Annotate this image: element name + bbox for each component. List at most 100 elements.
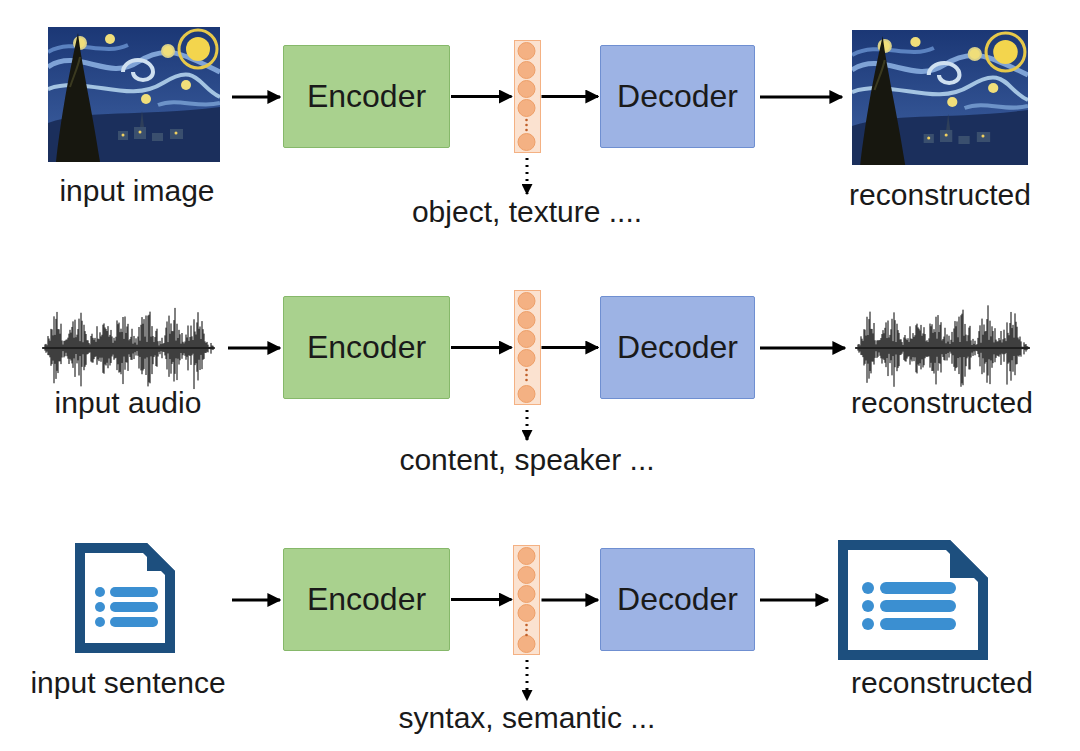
input-waveform-part (185, 342, 186, 356)
input-waveform-part (136, 338, 137, 355)
input-waveform-part (176, 341, 177, 359)
output-waveform-part (1014, 338, 1015, 356)
output-waveform-part (927, 340, 928, 357)
output-waveform-part (1005, 338, 1006, 354)
output-waveform-part (986, 331, 987, 362)
input-waveform-part (85, 331, 86, 367)
output-document-icon-part (950, 540, 988, 578)
input-waveform-part (172, 331, 173, 364)
vector-bar (514, 290, 541, 405)
input-document-icon-part (95, 617, 105, 627)
output-waveform-part (1016, 322, 1017, 365)
input-waveform-part (200, 327, 201, 371)
output-waveform-part (1024, 342, 1025, 354)
output-waveform-part (886, 322, 887, 367)
output-waveform-part (885, 328, 886, 363)
input-waveform-part (44, 347, 45, 349)
output-waveform-part (1027, 346, 1028, 350)
output-waveform-part (1003, 339, 1004, 354)
dotted-leader-part (526, 660, 529, 700)
input-waveform-part (175, 308, 176, 374)
ellipsis-dot (525, 128, 528, 131)
input-waveform-part (127, 327, 128, 363)
output-document-icon-part (880, 618, 956, 630)
output-waveform-part (1025, 345, 1026, 350)
input-waveform-part (153, 336, 154, 364)
flow-arrow (451, 346, 512, 349)
input-waveform-part (133, 344, 134, 354)
dotted-leader-part (526, 410, 529, 440)
output-waveform-part (935, 332, 936, 363)
output-waveform-part (895, 320, 896, 367)
input-waveform-part (211, 343, 212, 354)
ellipsis-dot (525, 123, 528, 126)
input-waveform-part (107, 331, 108, 363)
output-waveform-part (874, 323, 875, 365)
output-waveform-part (928, 342, 929, 356)
input-waveform-part (138, 337, 139, 356)
output-waveform-part (944, 337, 945, 361)
output-waveform-part (938, 315, 939, 371)
output-waveform-part (977, 344, 978, 351)
vector-cell (518, 385, 535, 402)
input-waveform-part (66, 340, 67, 353)
input-waveform-part (177, 324, 178, 380)
output-waveform-part (978, 338, 979, 354)
output-waveform-part (996, 340, 997, 358)
flow-arrow-part (228, 347, 280, 350)
output-waveform-part (879, 340, 880, 352)
input-waveform-part (100, 332, 101, 357)
output-waveform-part (943, 339, 944, 357)
output-waveform-part (896, 342, 897, 354)
output-waveform-part (949, 336, 950, 358)
output-waveform-part (1026, 344, 1027, 352)
input-waveform-part (129, 340, 130, 354)
output-waveform-part (884, 333, 885, 360)
output-document-icon-part (880, 582, 956, 594)
input-waveform-part (197, 322, 198, 371)
output-waveform-part (952, 332, 953, 364)
input-waveform-part (56, 319, 57, 379)
input-waveform-part (75, 320, 76, 377)
input-waveform-part (183, 342, 184, 355)
input-waveform-part (201, 339, 202, 355)
vector-cell (518, 547, 535, 564)
vector-cell (518, 311, 535, 328)
output-waveform-part (891, 329, 892, 360)
input-waveform-part (122, 332, 123, 363)
input-waveform-part (91, 336, 92, 362)
input-waveform-part (212, 345, 213, 349)
input-waveform-part (112, 336, 113, 356)
output-waveform-part (857, 347, 858, 349)
input-waveform-part (73, 321, 74, 368)
output-waveform-part (991, 336, 992, 360)
input-waveform-part (115, 341, 116, 359)
output-waveform-part (941, 322, 942, 372)
input-waveform-part (161, 344, 162, 351)
feature-label: object, texture .... (412, 195, 642, 229)
flow-arrow (451, 598, 511, 601)
output-waveform-part (968, 335, 969, 356)
input-waveform-part (72, 327, 73, 363)
input-waveform-part (110, 335, 111, 366)
decoder-box: Decoder (600, 45, 755, 148)
output-waveform-part (940, 325, 941, 364)
input-waveform-part (104, 323, 105, 373)
input-waveform-part (71, 333, 72, 361)
input-waveform-part (162, 338, 163, 358)
output-waveform-part (971, 340, 972, 357)
output-waveform-part (965, 324, 966, 377)
input-waveform-part (189, 341, 190, 355)
input-waveform-part (209, 347, 210, 349)
output-waveform-part (913, 333, 914, 357)
output-waveform-part (861, 336, 862, 355)
output-waveform-part (931, 326, 932, 363)
output-waveform-part (892, 319, 893, 376)
output-waveform-part (877, 340, 878, 357)
input-waveform-part (178, 338, 179, 359)
output-waveform-part (903, 345, 904, 352)
input-waveform-part (146, 316, 147, 375)
input-waveform-part (147, 342, 148, 357)
input-waveform-part (45, 344, 46, 350)
input-waveform-part (70, 330, 71, 359)
